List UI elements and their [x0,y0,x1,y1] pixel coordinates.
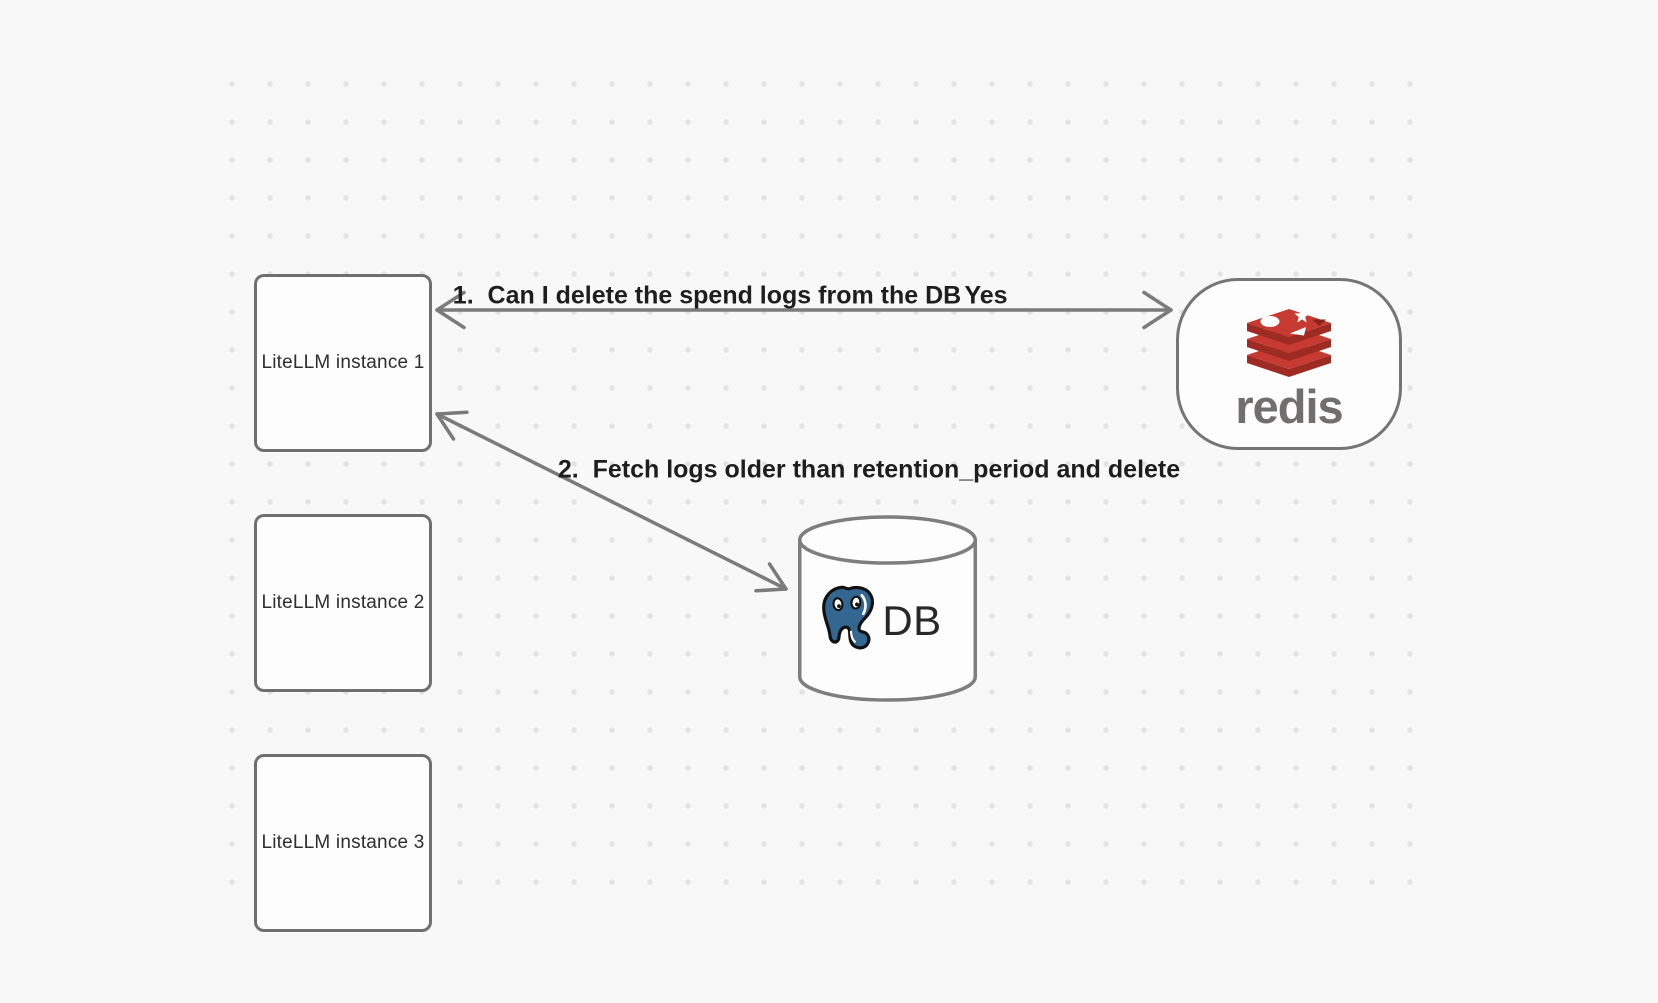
edge1-label: 1. Can I delete the spend logs from the … [452,281,962,310]
postgresql-logo-icon [822,585,874,650]
edge2-label: 2. Fetch logs older than retention_perio… [557,455,1181,484]
node-label: LiteLLM instance 3 [261,832,425,853]
arrow-instance1-redis[interactable] [435,290,1173,330]
redis-logo-icon [1247,309,1331,377]
db-label: DB [882,597,942,644]
node-redis[interactable]: redis [1176,278,1402,450]
node-label: LiteLLM instance 2 [261,592,425,613]
node-label: LiteLLM instance 1 [261,352,425,373]
edge1-response-label: Yes [964,281,1008,310]
arrow-instance1-db[interactable] [435,410,788,593]
redis-wordmark: redis [1235,380,1343,433]
database-cylinder[interactable] [796,514,979,704]
node-litellm-instance-1[interactable]: LiteLLM instance 1 [254,274,432,452]
node-litellm-instance-2[interactable]: LiteLLM instance 2 [254,514,432,692]
node-litellm-instance-3[interactable]: LiteLLM instance 3 [254,754,432,932]
